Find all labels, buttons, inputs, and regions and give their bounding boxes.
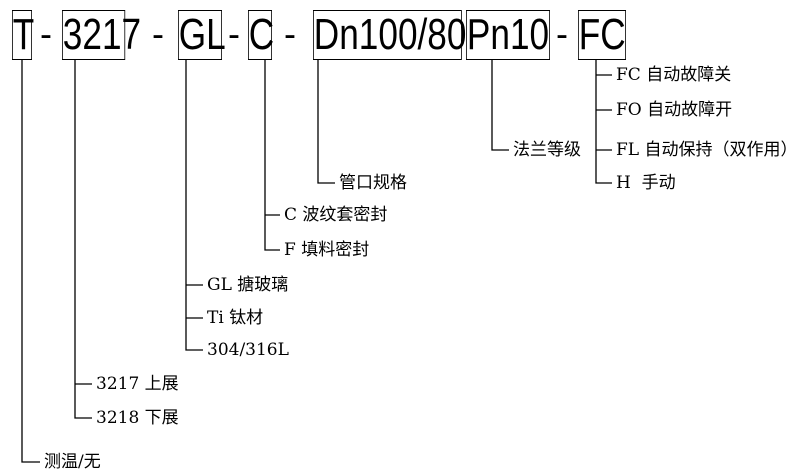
segment-box-seal: C (248, 10, 275, 60)
separator: - (40, 13, 52, 54)
separator: - (284, 13, 296, 54)
segment-text: C (248, 10, 275, 59)
option-label: H 手动 (616, 173, 676, 193)
option-label: 3217 上展 (96, 374, 179, 394)
option-label: 测温/无 (44, 452, 101, 472)
option-label: FC 自动故障关 (616, 65, 732, 85)
option-label: 3218 下展 (96, 408, 179, 428)
option-label: GL 搪玻璃 (207, 275, 289, 295)
segment-box-model: 3217 (62, 10, 141, 60)
option-label: F 填料密封 (284, 240, 370, 260)
option-label: FO 自动故障开 (616, 100, 733, 120)
separator: - (228, 13, 240, 54)
segment-text: Pn10 (466, 10, 550, 59)
separator: - (556, 13, 568, 54)
segment-text: T (12, 10, 35, 59)
segment-box-actuator: FC (578, 10, 626, 60)
option-label: 304/316L (207, 340, 289, 360)
segment-box-type: T (12, 10, 35, 60)
option-label: FL 自动保持（双作用） (616, 140, 798, 160)
segment-text: Dn100/80 (313, 10, 467, 59)
segment-box-lining: GL (178, 10, 226, 60)
segment-box-pressure: Pn10 (466, 10, 550, 60)
segment-text: FC (578, 10, 626, 59)
option-label: 法兰等级 (513, 140, 581, 160)
option-label: Ti 钛材 (207, 308, 264, 328)
separator: - (152, 13, 164, 54)
segment-text: GL (178, 10, 226, 59)
option-label: C 波纹套密封 (284, 205, 388, 225)
option-label: 管口规格 (339, 173, 407, 193)
segment-box-size: Dn100/80 (313, 10, 466, 60)
segment-text: 3217 (62, 10, 142, 59)
